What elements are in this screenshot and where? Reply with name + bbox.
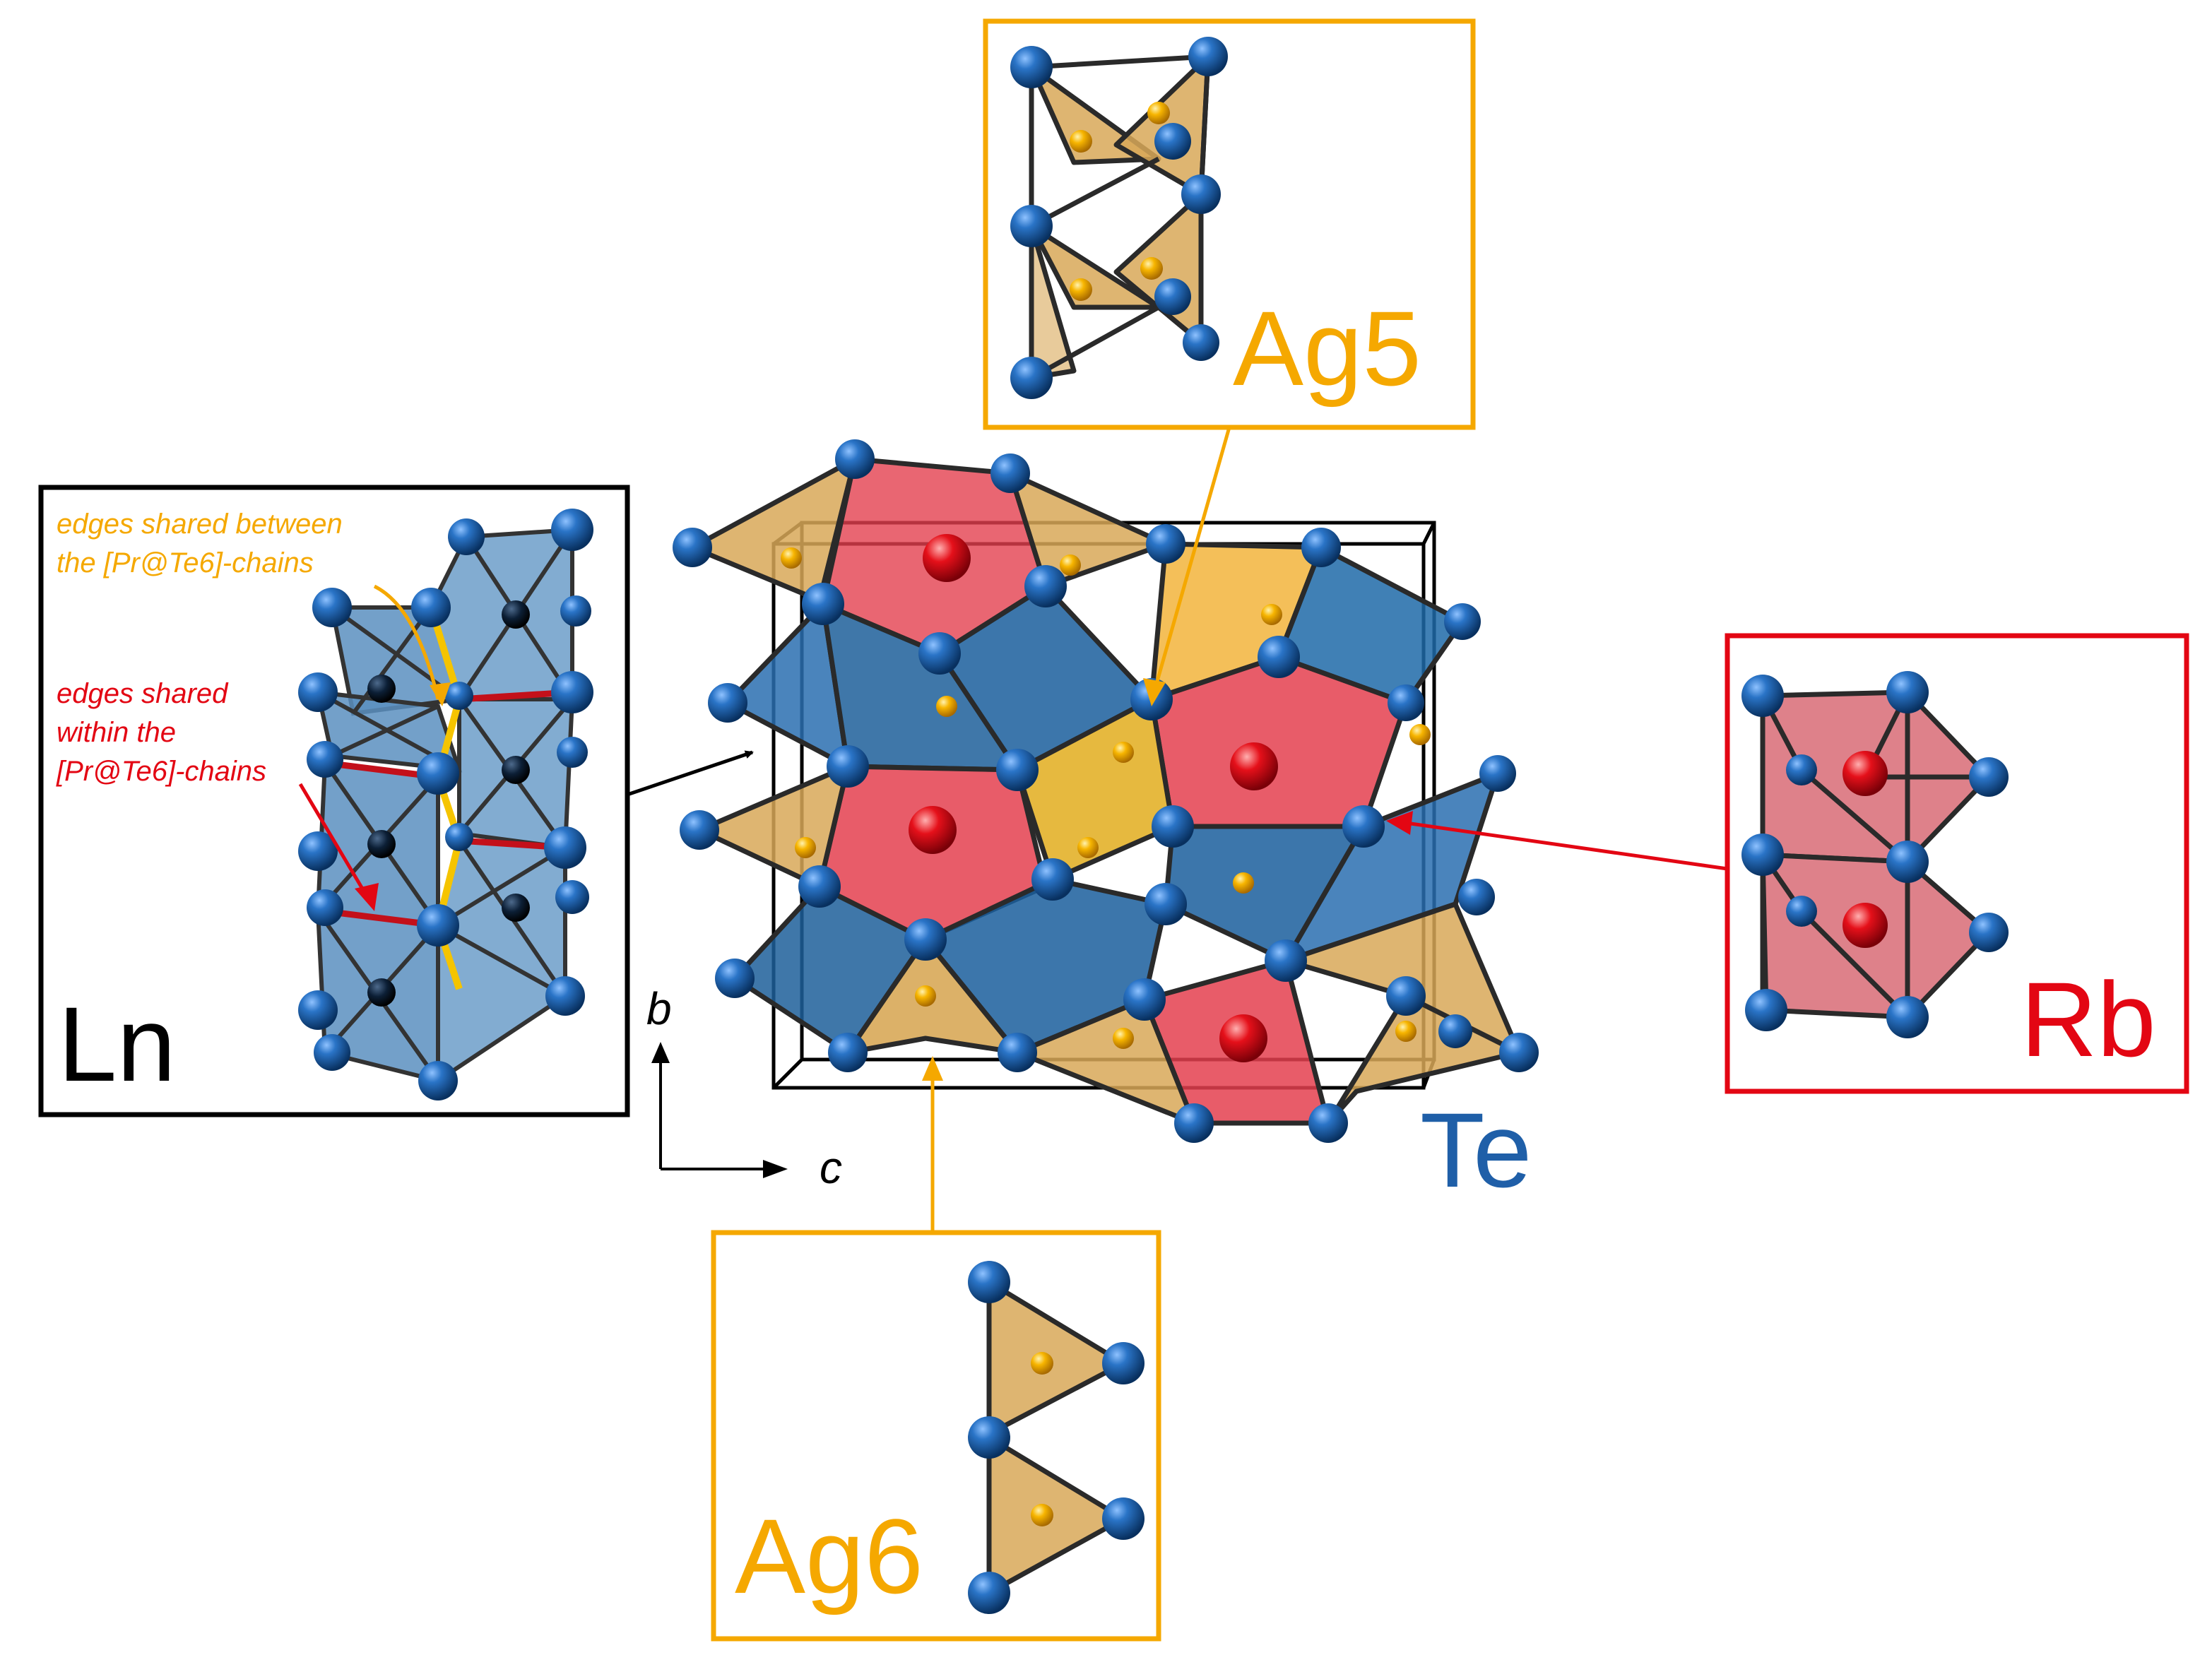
rb-panel: Rb: [1725, 633, 2189, 1094]
ag6-label: Ag6: [735, 1497, 923, 1615]
ag-atom-icon: [1070, 102, 1170, 301]
rb-atom-icon: [909, 534, 1278, 1062]
annotation-between-line1: edges shared between: [57, 509, 343, 540]
ln-panel: edges shared between the [Pr@Te6]-chains…: [38, 485, 630, 1117]
te-atom-icon: [1741, 671, 2009, 1038]
ln-label: Ln: [58, 985, 176, 1103]
te-atom-icon: [1010, 37, 1228, 399]
ln-panel-frame: [38, 485, 630, 1117]
te-atom-icon: [968, 1261, 1145, 1614]
te-atom-icon: [673, 439, 1539, 1143]
annotation-between-line2: the [Pr@Te6]-chains: [57, 547, 314, 579]
rb-panel-frame: [1725, 633, 2189, 1094]
rb-atom-icon: [1843, 751, 1888, 948]
te-label: Te: [1420, 1091, 1532, 1209]
rb-label: Rb: [2021, 960, 2156, 1079]
ln-chain-structure: [298, 509, 593, 1101]
polyhedra-layer: [690, 456, 1522, 1126]
ag5-panel: Ag5: [983, 18, 1476, 430]
pr-atom-icon: [367, 600, 530, 1007]
main-structure: Te: [673, 439, 1539, 1209]
ag-atom-icon: [781, 547, 1431, 1049]
axis-c-label: c: [820, 1142, 842, 1193]
annotation-within-line3: [Pr@Te6]-chains: [56, 756, 266, 787]
te-atom-icon: [298, 509, 593, 1101]
axis-indicator: b c: [646, 983, 842, 1193]
ag5-pointer-arrow: [1153, 427, 1231, 689]
ag6-panel: Ag6: [711, 1230, 1161, 1642]
rb-pointer-arrow: [1405, 821, 1728, 871]
axis-b-label: b: [646, 983, 672, 1034]
ag6-panel-frame: [711, 1230, 1161, 1642]
ag-atom-icon: [1031, 1352, 1053, 1526]
annotation-within-line1: edges shared: [57, 678, 229, 709]
ln-pointer-arrow: [627, 750, 754, 797]
annotation-within-line2: within the: [57, 717, 176, 748]
ag5-label: Ag5: [1233, 289, 1421, 408]
